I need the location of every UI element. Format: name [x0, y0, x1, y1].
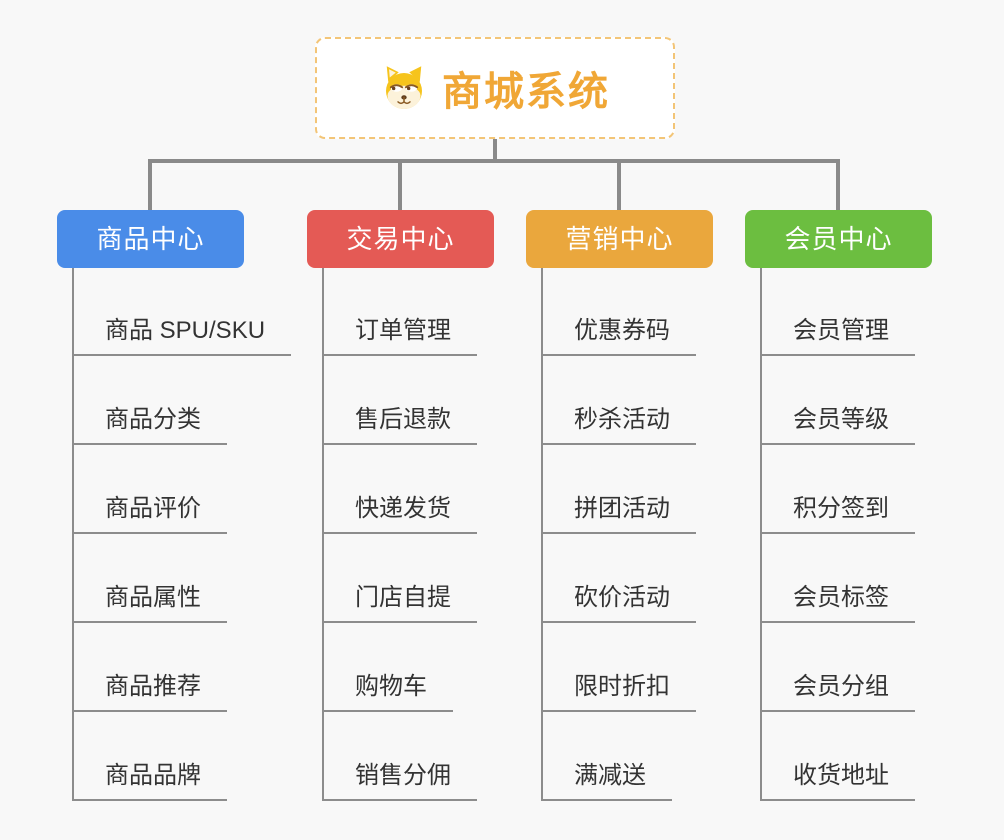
connector-root-stem: [493, 139, 497, 163]
subtopic-shipping-address[interactable]: 收货地址: [760, 761, 915, 801]
subtopic-aftersale-refund[interactable]: 售后退款: [322, 405, 477, 445]
branch-marketing-center: 营销中心 优惠券码 秒杀活动 拼团活动 砍价活动 限时折扣 满减送: [526, 210, 786, 810]
subtopic-product-spu-sku[interactable]: 商品 SPU/SKU: [72, 316, 292, 356]
subtopic-sales-commission[interactable]: 销售分佣: [322, 761, 477, 801]
subtopic-member-management[interactable]: 会员管理: [760, 316, 915, 356]
dog-icon: [386, 66, 422, 109]
subtopic-member-level[interactable]: 会员等级: [760, 405, 915, 445]
root-topic[interactable]: 商城系统: [315, 37, 675, 139]
subtopic-flash-sale[interactable]: 秒杀活动: [541, 405, 696, 445]
subtopic-group-buy[interactable]: 拼团活动: [541, 494, 696, 534]
subtopic-express-shipping[interactable]: 快递发货: [322, 494, 477, 534]
connector-drop-marketing: [617, 159, 621, 210]
connector-horizontal-bar: [148, 159, 840, 163]
connector-drop-product: [148, 159, 152, 210]
connector-drop-member: [836, 159, 840, 210]
branch-trade-center: 交易中心 订单管理 售后退款 快递发货 门店自提 购物车 销售分佣: [307, 210, 567, 810]
subtopic-points-checkin[interactable]: 积分签到: [760, 494, 915, 534]
connector-drop-trade: [398, 159, 402, 210]
subtopic-member-tag[interactable]: 会员标签: [760, 583, 915, 623]
subtopic-product-brand[interactable]: 商品品牌: [72, 761, 227, 801]
branch-topic-trade-center[interactable]: 交易中心: [307, 210, 494, 268]
branch-topic-member-center[interactable]: 会员中心: [745, 210, 932, 268]
subtopic-full-reduction[interactable]: 满减送: [541, 761, 672, 801]
branch-member-center: 会员中心 会员管理 会员等级 积分签到 会员标签 会员分组 收货地址: [745, 210, 1004, 810]
subtopic-coupon-code[interactable]: 优惠券码: [541, 316, 696, 356]
subtopic-product-category[interactable]: 商品分类: [72, 405, 227, 445]
subtopic-shopping-cart[interactable]: 购物车: [322, 672, 453, 712]
subtopic-member-group[interactable]: 会员分组: [760, 672, 915, 712]
branch-topic-marketing-center[interactable]: 营销中心: [526, 210, 713, 268]
subtopic-time-discount[interactable]: 限时折扣: [541, 672, 696, 712]
subtopic-product-review[interactable]: 商品评价: [72, 494, 227, 534]
branch-product-center: 商品中心 商品 SPU/SKU 商品分类 商品评价 商品属性 商品推荐 商品品牌: [57, 210, 317, 810]
subtopic-store-pickup[interactable]: 门店自提: [322, 583, 477, 623]
subtopic-order-management[interactable]: 订单管理: [322, 316, 477, 356]
subtopic-product-attribute[interactable]: 商品属性: [72, 583, 227, 623]
subtopic-bargain[interactable]: 砍价活动: [541, 583, 696, 623]
branch-topic-product-center[interactable]: 商品中心: [57, 210, 244, 268]
root-topic-label: 商城系统: [442, 70, 610, 114]
subtopic-product-recommend[interactable]: 商品推荐: [72, 672, 227, 712]
